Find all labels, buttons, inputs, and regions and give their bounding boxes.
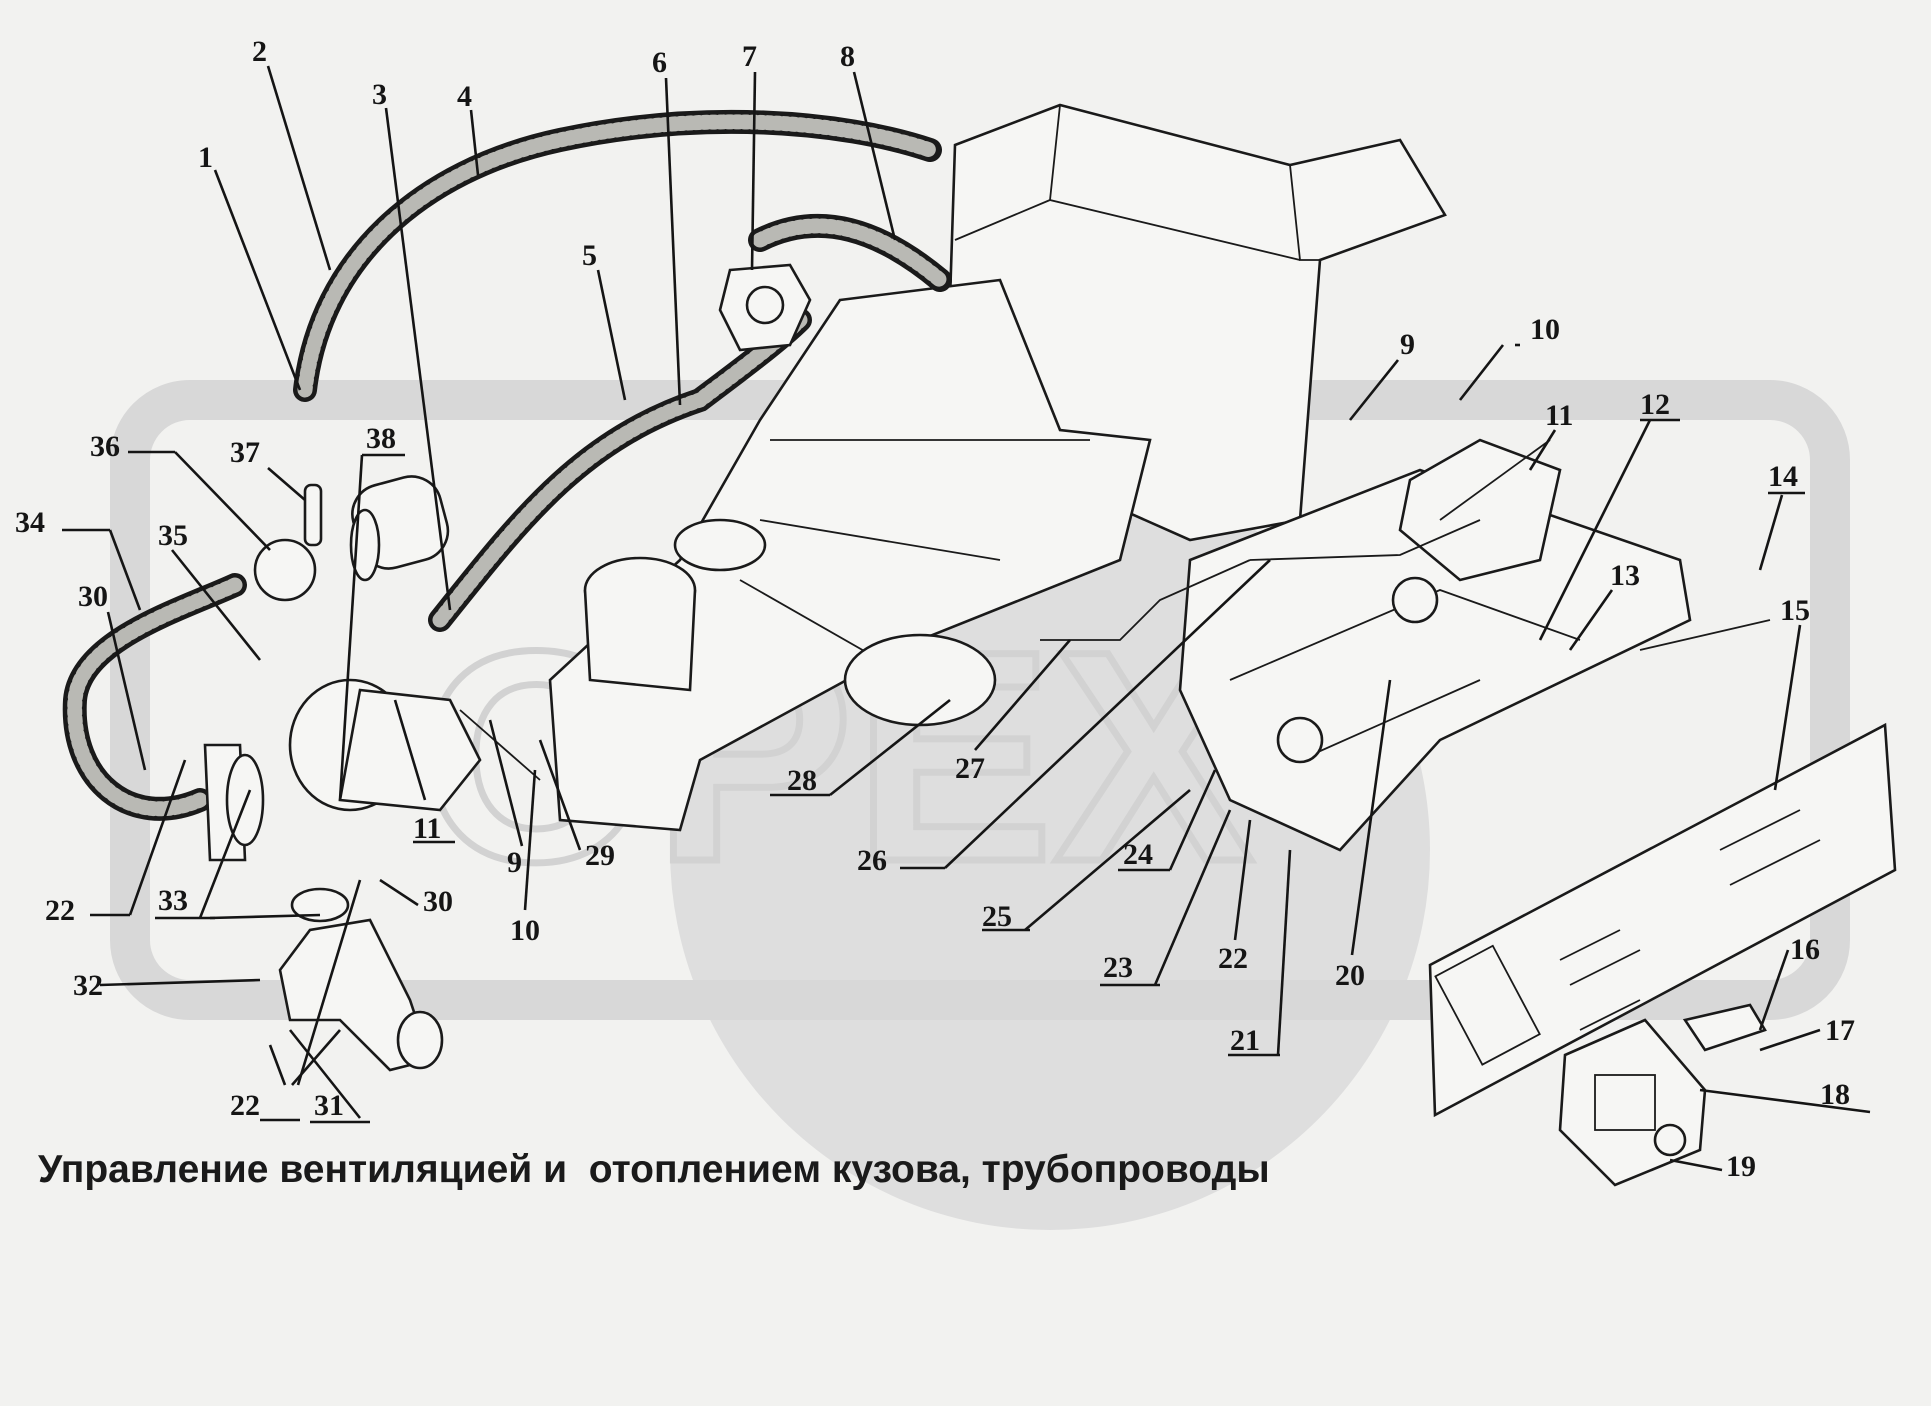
callout-label: 11 bbox=[413, 812, 441, 845]
callout-label: 23 bbox=[1103, 951, 1133, 984]
callout-label: 19 bbox=[1726, 1150, 1756, 1183]
callout-label: 8 bbox=[840, 40, 855, 73]
callout-label: 30 bbox=[423, 885, 453, 918]
callout-label: 6 bbox=[652, 46, 667, 79]
callout-label: 28 bbox=[787, 764, 817, 797]
heater-radiator bbox=[548, 278, 1152, 832]
callout-label: 32 bbox=[73, 969, 103, 1002]
callout-label: 30 bbox=[78, 580, 108, 613]
control-rods bbox=[459, 439, 1771, 781]
water-pipe bbox=[62, 573, 265, 862]
callout-label: 12 bbox=[1640, 388, 1670, 421]
callout-label: 22 bbox=[1218, 942, 1248, 975]
callout-label: 36 bbox=[90, 430, 120, 463]
callout-label: 33 bbox=[158, 884, 188, 917]
callout-label: 29 bbox=[585, 839, 615, 872]
callout-label: 1 bbox=[198, 141, 213, 174]
callout-label: 14 bbox=[1768, 460, 1798, 493]
callout-label: 38 bbox=[366, 422, 396, 455]
callout-label: 9 bbox=[507, 846, 522, 879]
callout-label: 3 bbox=[372, 78, 387, 111]
callout-label: 35 bbox=[158, 519, 188, 552]
callout-label: 4 bbox=[457, 80, 472, 113]
callout-label: 10 bbox=[510, 914, 540, 947]
callout-label: 26 bbox=[857, 844, 887, 877]
callout-label: 34 bbox=[15, 506, 45, 539]
callout-label: 10 bbox=[1530, 313, 1560, 346]
callout-label: 5 bbox=[582, 239, 597, 272]
callout-label: 2 bbox=[252, 35, 267, 68]
callout-label: 22 bbox=[230, 1089, 260, 1122]
callout-label: 16 bbox=[1790, 933, 1820, 966]
control-bracket bbox=[1178, 438, 1692, 852]
clamp-and-sleeve bbox=[253, 475, 450, 602]
callout-label: 9 bbox=[1400, 328, 1415, 361]
callout-label: 27 bbox=[955, 752, 985, 785]
callout-label: 37 bbox=[230, 436, 260, 469]
callout-label: 17 bbox=[1825, 1014, 1855, 1047]
callout-label: 13 bbox=[1610, 559, 1640, 592]
callout-label: 25 bbox=[982, 900, 1012, 933]
control-face-plate bbox=[1428, 722, 1897, 1118]
callout-label: 20 bbox=[1335, 959, 1365, 992]
callout-label: 22 bbox=[45, 894, 75, 927]
callout-label: 15 bbox=[1780, 594, 1810, 627]
heater-valve bbox=[718, 263, 812, 352]
callout-label: 7 bbox=[742, 40, 757, 73]
switch bbox=[1558, 1003, 1767, 1187]
callout-label: 21 bbox=[1230, 1024, 1260, 1057]
callout-label: 31 bbox=[314, 1089, 344, 1122]
callout-label: 11 bbox=[1545, 399, 1573, 432]
callouts: 1 2 3 4 5 6 7 8 9 10 10 9 11 11 12 13 14 bbox=[15, 35, 1871, 1183]
diagram-caption: Управление вентиляцией и отоплением кузо… bbox=[38, 1148, 1270, 1191]
